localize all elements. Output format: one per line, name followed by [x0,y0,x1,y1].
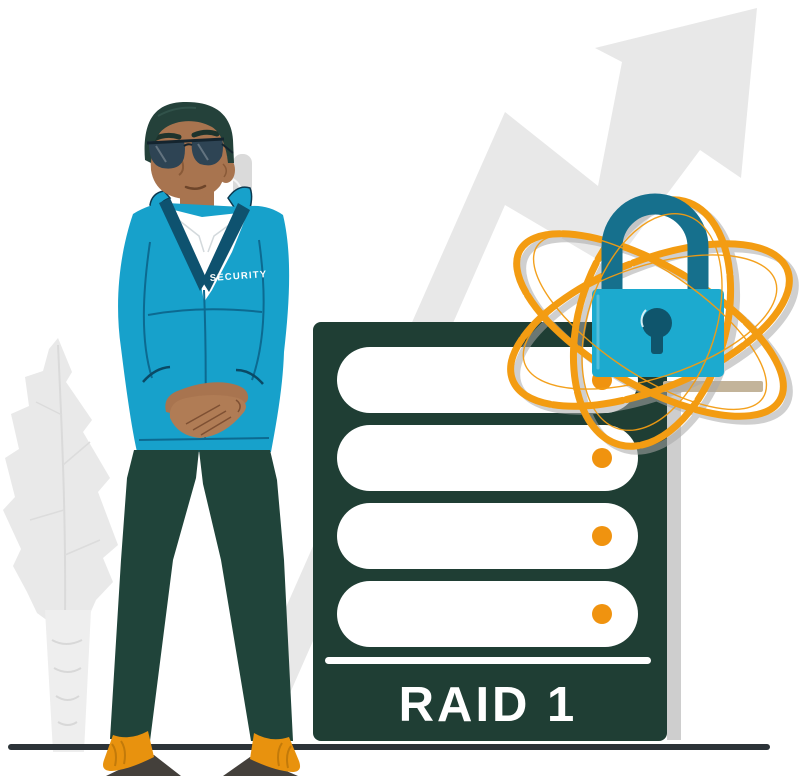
orbit-thin-1 [522,254,778,390]
rack-side-shadow [667,390,681,740]
drive-light-4 [592,604,612,624]
jacket-seams [138,239,270,441]
hair-strand [157,106,197,117]
drive-light-3 [592,526,612,546]
sunglasses-top-bar [146,137,225,145]
keyhole-stem [651,332,663,354]
drive-bay-3 [337,503,638,569]
ear-inner-line [222,163,227,178]
security-guard: SECURITY [103,101,301,776]
server-rack: RAID 1 [313,322,681,741]
padlock-shackle [601,193,709,293]
sunglasses-lens-right [191,139,223,166]
atom-orbits-front [522,212,778,432]
plant-trunk-bark-lines [51,639,83,726]
shoe-right-sole [223,757,298,776]
raid-label: RAID 1 [399,678,578,732]
drive-light-2 [592,448,612,468]
mouth [184,184,207,190]
face [150,105,228,199]
drive-bays [337,347,638,647]
pant-leg-left [110,450,199,741]
jacket-security-label: SECURITY [209,269,267,284]
jacket [118,203,290,452]
pants [110,450,293,741]
growth-arrow [245,8,757,700]
plant-trunk [45,610,91,752]
lapel-right [202,203,250,292]
ground-line [8,744,770,750]
shoe-left-sole [106,755,181,776]
keyhole-circle [642,308,672,338]
sunglasses-temple-arm [221,143,234,154]
orbit-thin-3 [581,212,723,432]
drive-bay-4 [337,581,638,647]
orbit-1 [507,240,793,410]
drive-bay-1 [337,347,638,413]
rack-divider-line [325,657,651,664]
plant-leaf-veins [29,401,101,556]
sunglasses-lens-left [148,141,185,169]
pant-leg-right [199,450,293,741]
hands [165,382,249,438]
shoe-right-stripes [277,742,292,769]
sunglasses-lens-highlights [155,143,209,163]
jacket-cuff-lines [142,365,264,385]
growth-arrow-shape [245,8,757,700]
orbit-thin-2 [532,233,768,411]
lapel-left [159,198,207,291]
hand-front [169,395,246,438]
plant-leaf-stem-vein [57,344,67,621]
padlock [592,193,724,377]
keyhole-highlight [640,309,647,328]
shoe-left-stripes [111,740,126,767]
plant-leaf [3,338,118,625]
drive-bay-2 [337,425,638,491]
sunglasses [146,137,234,169]
plant [3,338,118,752]
finger-lines [185,399,241,436]
keyhole-icon [642,308,672,354]
guard-head [144,101,235,199]
hair [144,101,234,163]
shoes [103,731,301,776]
sunglasses-bridge [183,143,193,147]
